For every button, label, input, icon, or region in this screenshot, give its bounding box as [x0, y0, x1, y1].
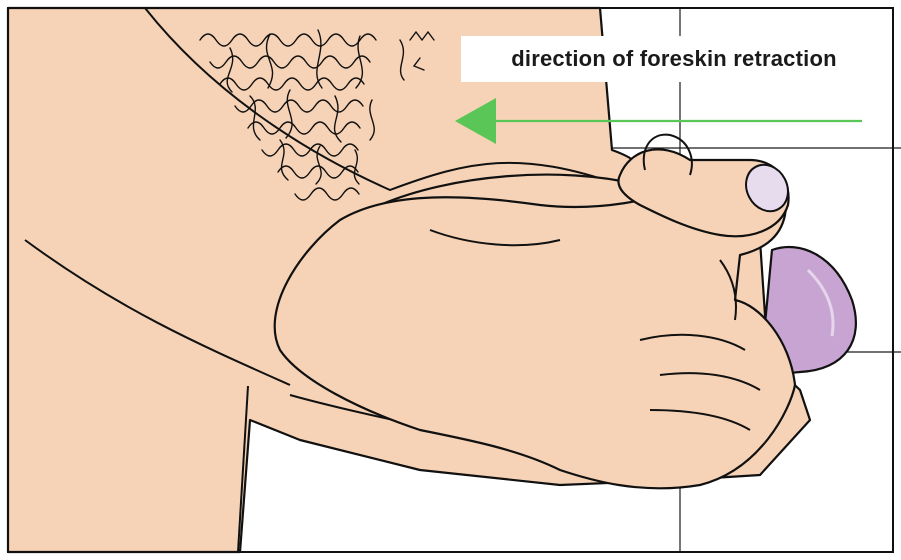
retraction-direction-label: direction of foreskin retraction	[461, 36, 887, 82]
